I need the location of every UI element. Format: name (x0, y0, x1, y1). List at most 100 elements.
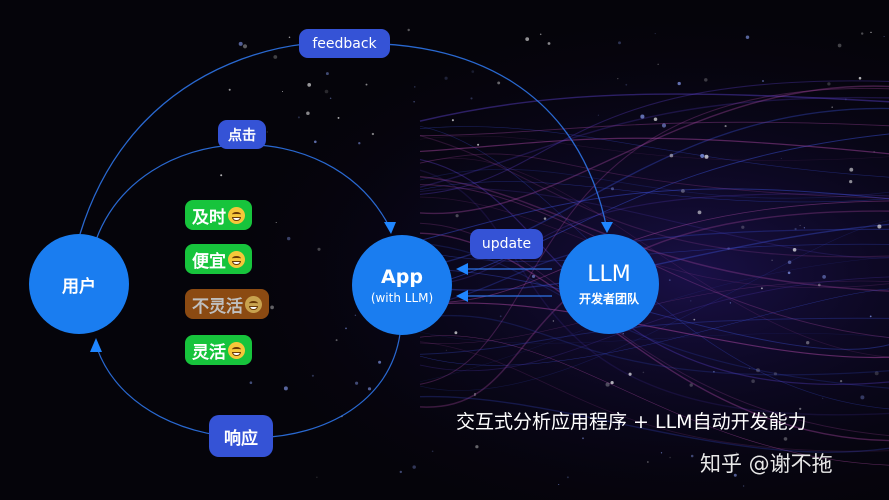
particle (220, 174, 223, 177)
particle (642, 371, 645, 374)
light-streak (419, 181, 889, 203)
particle (783, 437, 788, 441)
particle (413, 101, 415, 103)
particle (849, 179, 853, 184)
particle (704, 154, 709, 159)
particle (831, 106, 833, 108)
particle (657, 63, 659, 65)
particle (799, 407, 802, 410)
particle (335, 339, 338, 342)
particle (451, 119, 454, 122)
light-streak (419, 157, 889, 358)
update-arrowhead-1 (456, 263, 468, 275)
node-user: 用户 (29, 234, 129, 334)
particle (654, 33, 656, 35)
particle (870, 31, 872, 34)
particle (499, 315, 502, 318)
light-streak (419, 135, 889, 161)
particle (228, 88, 231, 91)
response-arrowhead (90, 338, 102, 352)
particle (454, 331, 458, 335)
particle (582, 437, 584, 440)
particle (610, 187, 615, 191)
tag-timely: 及时 (185, 200, 252, 230)
node-app-sublabel: (with LLM) (370, 290, 434, 305)
tag-cheap-text: 便宜 (192, 251, 226, 272)
particle (780, 157, 782, 159)
particle (668, 279, 671, 281)
node-llm: LLM 开发者团队 (559, 234, 659, 334)
tag-rigid: 不灵活 (185, 289, 269, 319)
particle (407, 28, 410, 32)
particle (724, 125, 727, 128)
particle (735, 452, 738, 454)
particle (771, 259, 773, 262)
particle (552, 320, 555, 322)
tag-timely-text: 及时 (192, 207, 226, 228)
light-streak (419, 395, 889, 453)
particle (693, 318, 696, 321)
light-streak (419, 133, 889, 289)
grin-emoji-icon (228, 250, 245, 268)
particle (803, 227, 806, 229)
particle (799, 224, 801, 226)
particle (286, 236, 291, 241)
particle (273, 55, 278, 59)
particle (849, 167, 854, 172)
particle (455, 214, 459, 218)
particle (281, 90, 284, 93)
particle (617, 78, 619, 80)
light-streak (419, 96, 889, 188)
tag-flexible: 灵活 (185, 335, 252, 365)
particle (690, 454, 694, 458)
particle (700, 153, 705, 158)
light-streak (419, 317, 889, 355)
particle (337, 116, 340, 119)
particle (354, 314, 357, 316)
particle (316, 476, 318, 478)
light-streak (419, 85, 889, 215)
particle (610, 380, 614, 385)
particle (669, 456, 671, 459)
particle (597, 114, 599, 116)
update-arrowhead-2 (456, 290, 468, 302)
particle (844, 98, 847, 101)
particle (497, 81, 501, 85)
particle (249, 381, 253, 384)
edge-label-click: 点击 (218, 120, 266, 149)
particle (697, 210, 702, 215)
light-streak (419, 269, 889, 350)
light-streak (419, 87, 889, 385)
particle (806, 341, 810, 345)
particle (477, 143, 480, 146)
particle (837, 43, 842, 48)
particle (307, 83, 312, 87)
particle (827, 82, 831, 86)
light-streak (419, 341, 889, 452)
particle (640, 114, 645, 119)
particle (625, 83, 628, 86)
particle (445, 349, 447, 351)
particle (822, 275, 826, 279)
light-streak (419, 80, 889, 195)
light-streak (419, 153, 889, 199)
particle (822, 397, 824, 399)
grin-emoji-icon (228, 206, 245, 224)
particle (270, 305, 274, 310)
particle (873, 151, 875, 153)
particle (539, 33, 542, 36)
particle (444, 76, 448, 80)
particle (566, 476, 569, 479)
particle (431, 450, 434, 453)
light-streak (419, 331, 889, 344)
grin-emoji-icon (228, 341, 245, 359)
light-streak (419, 335, 889, 466)
particle (266, 131, 269, 133)
particle (727, 247, 730, 250)
particle (669, 153, 674, 158)
tag-rigid-text: 不灵活 (192, 296, 243, 317)
particle (412, 465, 416, 469)
node-app-label: App (381, 265, 423, 288)
particle (297, 116, 300, 119)
